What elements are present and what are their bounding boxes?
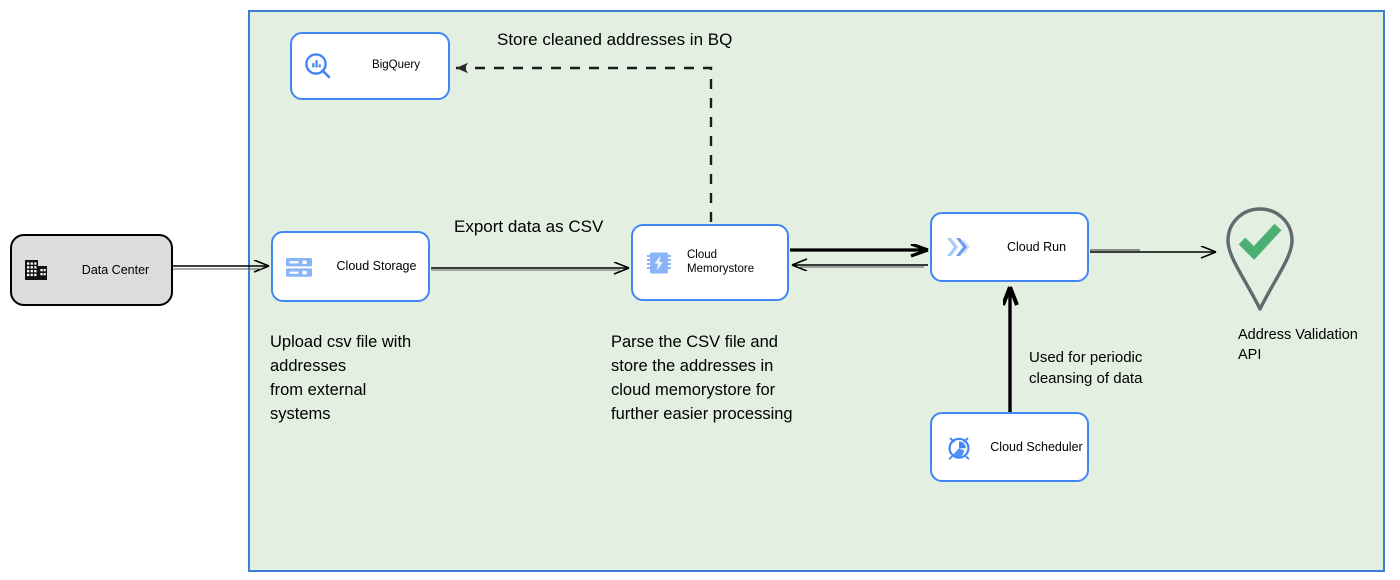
cloud-memorystore-icon <box>633 248 685 278</box>
node-label-cloud-scheduler: Cloud Scheduler <box>990 439 1083 454</box>
cloud-scheduler-icon <box>932 432 986 462</box>
node-label-bigquery: BigQuery <box>372 59 420 72</box>
cloud-storage-icon <box>273 252 325 282</box>
bigquery-icon <box>292 51 344 81</box>
node-label-cloud-storage: Cloud Storage <box>336 259 417 274</box>
note-upload-csv: Upload csv file with addresses from exte… <box>270 333 412 423</box>
node-label-cloud-memorystore: Cloud Memorystore <box>687 248 755 275</box>
node-cloud-scheduler[interactable]: Cloud Scheduler <box>930 412 1089 482</box>
edge-label-store-bq: Store cleaned addresses in BQ <box>497 30 733 49</box>
node-cloud-memorystore[interactable]: Cloud Memorystore <box>631 224 789 301</box>
node-label-data-center: Data Center <box>81 262 150 277</box>
node-bigquery[interactable]: BigQuery <box>290 32 450 100</box>
address-validation-api[interactable] <box>1222 205 1298 320</box>
data-center-icon <box>12 257 60 283</box>
gcp-boundary-panel <box>248 10 1385 572</box>
edge-label-export-csv: Export data as CSV <box>454 217 604 236</box>
node-cloud-storage[interactable]: Cloud Storage <box>271 231 430 302</box>
node-label-cloud-run: Cloud Run <box>1006 239 1067 254</box>
note-scheduler: Used for periodic cleansing of data <box>1029 349 1143 387</box>
node-data-center[interactable]: Data Center <box>10 234 173 306</box>
map-pin-check-icon <box>1226 207 1294 311</box>
node-cloud-run[interactable]: Cloud Run <box>930 212 1089 282</box>
cloud-run-icon <box>932 233 986 261</box>
note-parse-csv: Parse the CSV file and store the address… <box>611 333 793 423</box>
address-validation-api-caption: Address Validation API <box>1238 327 1358 363</box>
